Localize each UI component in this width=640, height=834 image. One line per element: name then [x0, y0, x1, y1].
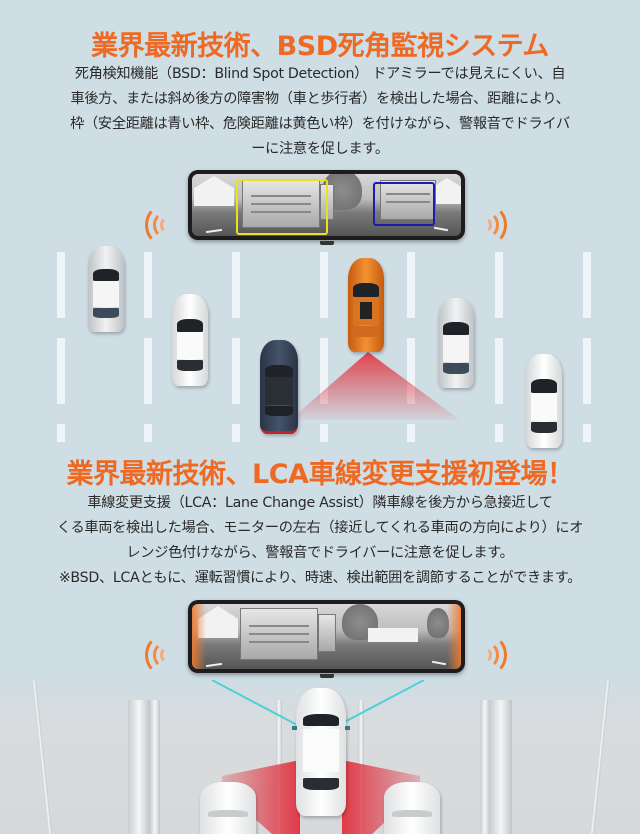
- lca-description: 車線変更支援（LCA：Lane Change Assist）隣車線を後方から急接…: [40, 491, 600, 591]
- rearview-mirror-lca: [188, 600, 465, 678]
- bsd-description-line: 枠（安全距離は青い枠、危険距離は黄色い枠）を付けながら、警報音でドライバ: [70, 116, 570, 132]
- car-white: [172, 294, 208, 386]
- bsd-title: 業界最新技術、BSD死角監視システム: [91, 31, 549, 62]
- car-ego-white: [292, 688, 350, 816]
- car-silver-right: [438, 298, 474, 388]
- car-white-right: [526, 354, 562, 448]
- car-right-lane: [384, 782, 440, 834]
- bsd-description-line: ーに注意を促します。: [251, 141, 389, 157]
- left-edge-alert: [192, 604, 206, 669]
- truck-image: [318, 614, 336, 652]
- car-left-lane: [200, 782, 256, 834]
- car-navy: [260, 340, 298, 434]
- mirror-screen: [192, 174, 461, 236]
- rearview-mirror-bsd: [188, 170, 465, 245]
- sound-wave-icon: [145, 200, 175, 250]
- mirror-screen: [192, 604, 461, 669]
- right-edge-alert: [447, 604, 461, 669]
- tree-image: [427, 608, 449, 638]
- bsd-description: 死角検知機能（BSD：Blind Spot Detection） ドアミラーでは…: [40, 62, 600, 162]
- house-image: [368, 628, 418, 642]
- truck-image: [380, 180, 436, 220]
- bsd-description-line: 死角検知機能（BSD：Blind Spot Detection） ドアミラーでは…: [74, 66, 566, 82]
- blind-spot-zones: [211, 680, 425, 834]
- danger-distance-frame: [236, 179, 328, 235]
- lca-description-line: 車線変更支援（LCA：Lane Change Assist）隣車線を後方から急接…: [87, 495, 553, 511]
- bsd-description-line: 車後方、または斜め後方の障害物（車と歩行者）を検出した場合、距離により、: [70, 91, 570, 107]
- lca-description-line: レンジ色付けながら、警報音でドライバーに注意を促します。: [126, 545, 514, 561]
- sound-wave-icon: [477, 200, 507, 250]
- lca-title: 業界最新技術、LCA車線変更支援初登場！: [66, 459, 574, 490]
- house-image: [194, 176, 234, 206]
- car-silver-left: [88, 246, 124, 332]
- sound-wave-icon: [145, 630, 175, 680]
- truck-image: [242, 180, 320, 228]
- sound-wave-icon: [477, 630, 507, 680]
- truck-image: [240, 608, 318, 660]
- detection-zone: [290, 352, 460, 420]
- car-orange-ego: [348, 258, 384, 352]
- lca-description-line: くる車両を検出した場合、モニターの左右（接近してくれる車両の方向により）にオ: [56, 520, 584, 536]
- lca-note: ※BSD、LCAともに、運転習慣により、時速、検出範囲を調節することができます。: [58, 570, 582, 586]
- safe-distance-frame: [373, 182, 435, 226]
